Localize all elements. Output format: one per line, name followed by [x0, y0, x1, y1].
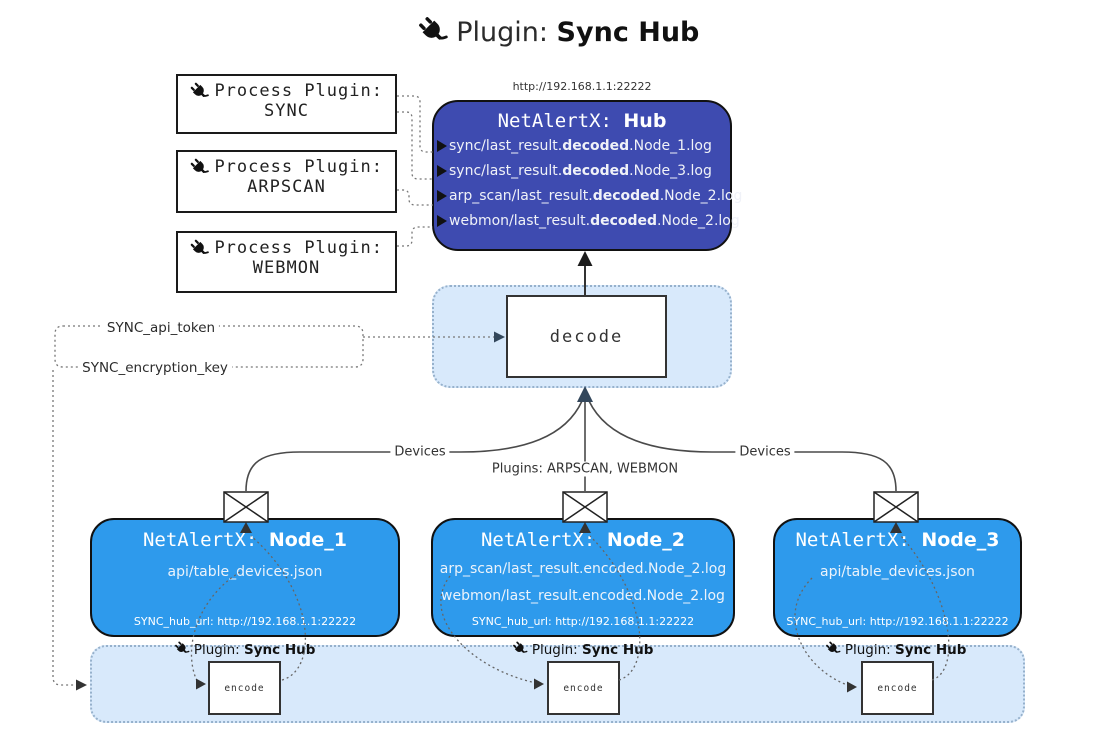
decode-box: decode — [506, 295, 667, 378]
plug-icon — [190, 158, 209, 177]
arpscan-connector — [397, 189, 433, 206]
hub-title: NetAlertX: Hub — [434, 110, 730, 132]
process-plugin-label: Process Plugin: — [214, 238, 383, 258]
node-file-line: webmon/last_result.encoded.Node_2.log — [441, 588, 725, 604]
page-title-prefix: Plugin: — [456, 17, 557, 48]
arrow-right-icon — [437, 165, 447, 177]
sync-encryption-key-label: SYNC_encryption_key — [78, 360, 232, 376]
node-file-line: api/table_devices.json — [167, 564, 323, 580]
page-title-bold: Sync Hub — [556, 17, 700, 48]
node-file-line: api/table_devices.json — [820, 564, 975, 580]
plugin-to-hub-connectors — [397, 95, 433, 247]
key-arrowhead — [76, 679, 87, 691]
hub-log-row: sync/last_result.decoded.Node_1.log — [437, 137, 730, 155]
key-to-strip-line — [52, 370, 77, 686]
arrow-right-icon — [437, 215, 447, 227]
webmon-connector — [397, 226, 433, 247]
plug-icon — [190, 239, 209, 258]
hub-log-list: sync/last_result.decoded.Node_1.log sync… — [434, 137, 742, 230]
node3-hub-url: SYNC_hub_url: http://192.168.1.1:22222 — [786, 615, 1009, 628]
process-plugin-webmon: Process Plugin: WEBMON — [176, 231, 397, 293]
strip-badge-node2: Plugin: Sync Hub — [513, 641, 653, 658]
process-plugin-label: Process Plugin: — [214, 157, 383, 177]
node1-hub-url: SYNC_hub_url: http://192.168.1.1:22222 — [133, 615, 357, 628]
node-to-decode-edges — [245, 400, 897, 492]
page-title: Plugin: Sync Hub — [0, 16, 1117, 48]
devices-left-label: Devices — [390, 444, 450, 460]
hub-log-row: arp_scan/last_result.decoded.Node_2.log — [437, 187, 742, 205]
node3-files: api/table_devices.json — [775, 563, 1020, 581]
sync-api-token-label: SYNC_api_token — [102, 320, 220, 336]
node1-files: api/table_devices.json — [92, 563, 398, 581]
hub-box: NetAlertX: Hub sync/last_result.decoded.… — [432, 100, 742, 251]
process-plugin-arpscan: Process Plugin: ARPSCAN — [176, 150, 397, 213]
converge-arrowhead — [577, 386, 593, 402]
plug-icon — [826, 641, 841, 656]
hub-log-row: sync/last_result.decoded.Node_3.log — [437, 162, 730, 180]
node-file-line: arp_scan/last_result.encoded.Node_2.log — [439, 561, 727, 577]
hub-url-label: http://192.168.1.1:22222 — [512, 80, 652, 93]
node1-box: NetAlertX: Node_1 api/table_devices.json… — [90, 518, 400, 637]
node3-box: NetAlertX: Node_3 api/table_devices.json… — [773, 518, 1022, 637]
encode-box-node1: encode — [208, 661, 281, 715]
sync-connector-1 — [397, 95, 433, 153]
decode-to-hub-arrowhead — [577, 251, 593, 266]
plug-icon — [513, 641, 528, 656]
node2-box: NetAlertX: Node_2 arp_scan/last_result.e… — [431, 518, 735, 637]
hub-log-row: webmon/last_result.decoded.Node_2.log — [437, 212, 740, 230]
hub-title-prefix: NetAlertX: — [497, 110, 624, 132]
hub-title-bold: Hub — [623, 110, 667, 132]
process-plugin-label: Process Plugin: — [214, 81, 383, 101]
sync-connector-2 — [397, 111, 433, 180]
process-plugin-name: WEBMON — [252, 258, 321, 278]
node3-title: NetAlertX: Node_3 — [795, 529, 1000, 551]
strip-badge-node3: Plugin: Sync Hub — [826, 641, 966, 658]
node2-hub-url: SYNC_hub_url: http://192.168.1.1:22222 — [471, 615, 695, 628]
node2-title: NetAlertX: Node_2 — [480, 529, 685, 551]
node2-files: arp_scan/last_result.encoded.Node_2.log … — [433, 560, 733, 605]
process-plugin-name: SYNC — [264, 101, 309, 121]
process-plugin-name: ARPSCAN — [247, 177, 326, 197]
arrow-right-icon — [437, 140, 447, 152]
plug-icon — [175, 641, 190, 656]
arrow-right-icon — [437, 190, 447, 202]
process-plugin-sync: Process Plugin: SYNC — [176, 74, 397, 134]
encode-box-node3: encode — [861, 661, 934, 715]
strip-badge-node1: Plugin: Sync Hub — [175, 641, 315, 658]
devices-right-label: Devices — [735, 444, 795, 460]
node1-title: NetAlertX: Node_1 — [142, 529, 347, 551]
plugins-center-label: Plugins: ARPSCAN, WEBMON — [487, 461, 683, 477]
plug-icon — [190, 82, 209, 101]
plug-icon — [418, 16, 448, 46]
encode-box-node2: encode — [547, 661, 620, 715]
